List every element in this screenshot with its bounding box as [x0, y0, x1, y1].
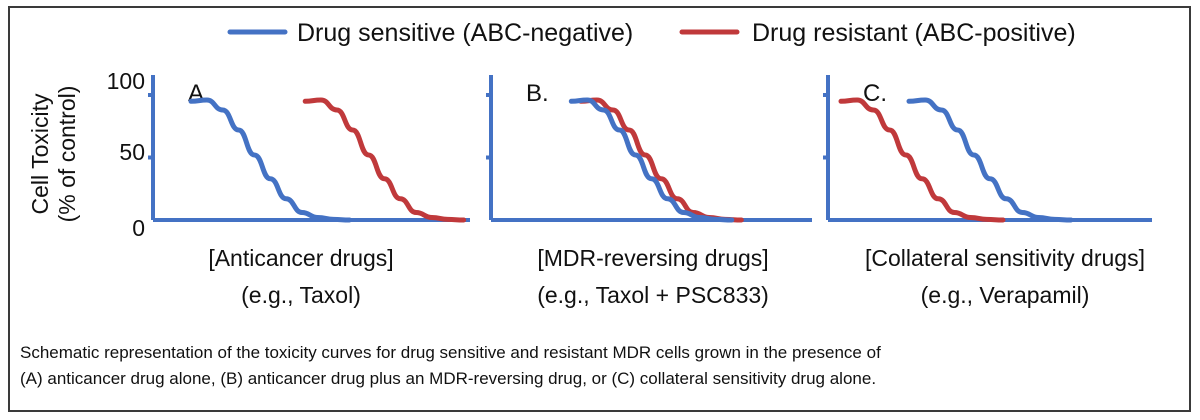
panel-3: C. [Collateral sensitivity drugs] (e.g., V… [823, 75, 1152, 308]
curve-resistant [838, 97, 1006, 223]
panel-label: C. [863, 80, 887, 107]
x-axis-label-line2: (e.g., Taxol + PSC833) [537, 282, 769, 308]
legend-label-resistant: Drug resistant (ABC-positive) [752, 19, 1076, 47]
y-tick-label: 50 [119, 139, 145, 165]
figure-caption: Schematic representation of the toxicity… [20, 340, 1180, 392]
panel-2: B. [MDR-reversing drugs] (e.g., Taxol + PS… [486, 75, 812, 308]
curve-resistant [578, 97, 744, 223]
panel-label: B. [526, 80, 549, 107]
caption-line-1: Schematic representation of the toxicity… [20, 343, 881, 362]
curve-sensitive [188, 97, 352, 223]
x-axis-label-line1: [MDR-reversing drugs] [537, 245, 768, 271]
y-axis-label-line2: (% of control) [54, 86, 80, 223]
caption-line-2: (A) anticancer drug alone, (B) anticance… [20, 369, 877, 388]
y-axis-label: Cell Toxicity (% of control) [27, 86, 80, 223]
y-axis-label-line1: Cell Toxicity [27, 93, 53, 214]
y-tick-label: 0 [132, 215, 145, 241]
y-tick-label: 100 [107, 68, 145, 94]
curve-sensitive [906, 97, 1074, 223]
panels: A.[Anticancer drugs](e.g., Taxol)B.[MDR-… [148, 75, 1152, 308]
curve-sensitive [568, 97, 735, 223]
legend: Drug sensitive (ABC-negative) Drug resis… [227, 19, 1076, 47]
x-axis-label-line2: (e.g., Taxol) [241, 282, 361, 308]
x-axis-label-line1: [Collateral sensitivity drugs] [865, 245, 1145, 271]
legend-label-sensitive: Drug sensitive (ABC-negative) [297, 19, 633, 47]
curve-resistant [302, 97, 467, 223]
x-axis-label-line2: (e.g., Verapamil) [921, 282, 1090, 308]
y-axis-ticks: 100 50 0 [107, 68, 145, 241]
panel-1: A.[Anticancer drugs](e.g., Taxol) [148, 75, 470, 308]
x-axis-label-line1: [Anticancer drugs] [208, 245, 393, 271]
figure-frame [8, 6, 1191, 412]
